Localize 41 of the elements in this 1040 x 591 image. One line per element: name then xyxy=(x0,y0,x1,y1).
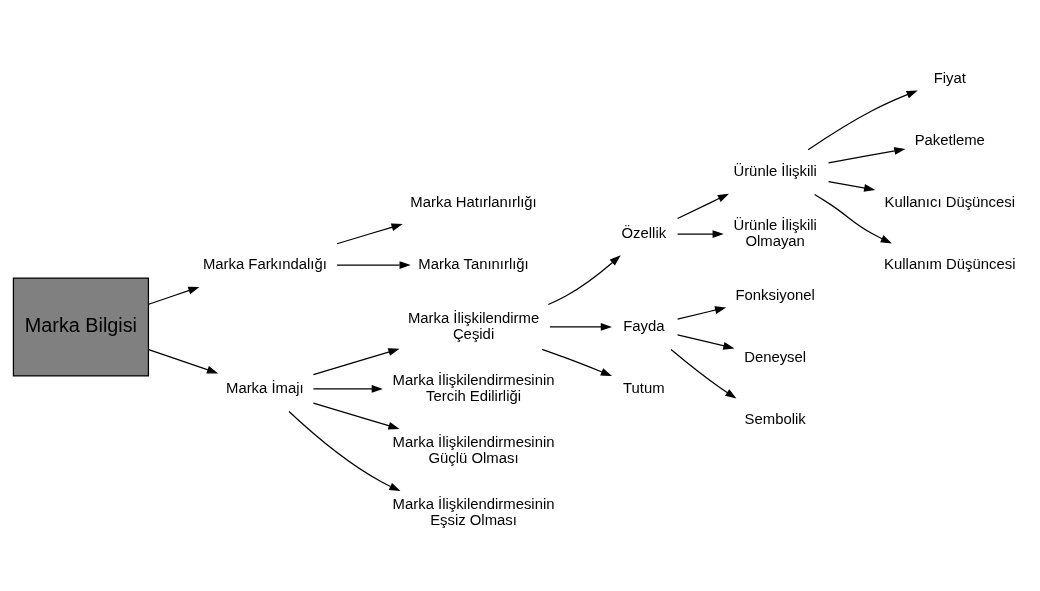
arrow xyxy=(336,223,403,244)
node-text: Marka İlişkilendirmesinin Eşsiz Olması xyxy=(392,495,555,528)
node-text: Fayda xyxy=(623,317,665,334)
arrow xyxy=(677,305,727,320)
arrow xyxy=(288,410,401,491)
arrow xyxy=(312,347,400,375)
arrow xyxy=(549,322,612,331)
arrow xyxy=(148,348,219,373)
arrow xyxy=(547,254,621,305)
node-text: Kullanım Düşüncesi xyxy=(884,255,1016,272)
arrow xyxy=(814,193,892,243)
node-text: Fonksiyonel xyxy=(735,286,815,303)
node-text: Marka Hatırlanırlığı xyxy=(410,193,537,210)
node-text: Sembolik xyxy=(744,410,806,427)
node-text: Özellik xyxy=(621,224,667,241)
node-text: Marka Tanınırlığı xyxy=(418,255,529,272)
node-text: Marka Farkındalığı xyxy=(202,255,327,272)
arrow xyxy=(677,229,724,238)
node-text: Fiyat xyxy=(933,69,966,86)
node-text: Marka İlişkilendirmesinin Tercih Edilirliği xyxy=(392,371,555,404)
arrow xyxy=(312,402,400,429)
node-box: Marka Bilgisi xyxy=(12,276,150,376)
arrow xyxy=(807,89,918,150)
arrow xyxy=(148,286,200,305)
node-text: Marka İlişkilendirme Çeşidi xyxy=(407,309,540,342)
node-text: Ürünle İlişkili xyxy=(733,162,817,179)
node-text: Paketleme xyxy=(914,131,985,148)
arrow xyxy=(336,260,411,269)
node-text: Marka İmajı xyxy=(226,379,304,396)
arrow xyxy=(670,348,737,398)
node-text: Kullanıcı Düşüncesi xyxy=(884,193,1016,210)
arrow xyxy=(541,348,612,376)
arrow xyxy=(677,333,735,350)
arrow xyxy=(827,180,876,192)
node-text: Marka İlişkilendirmesinin Güçlü Olması xyxy=(392,433,555,466)
node-text: Deneysel xyxy=(744,348,807,365)
node-text: Tutum xyxy=(623,379,665,396)
arrow xyxy=(827,146,906,163)
arrow xyxy=(312,384,383,393)
arrow xyxy=(677,193,729,219)
node-text: Ürünle İlişkili Olmayan xyxy=(733,216,817,249)
